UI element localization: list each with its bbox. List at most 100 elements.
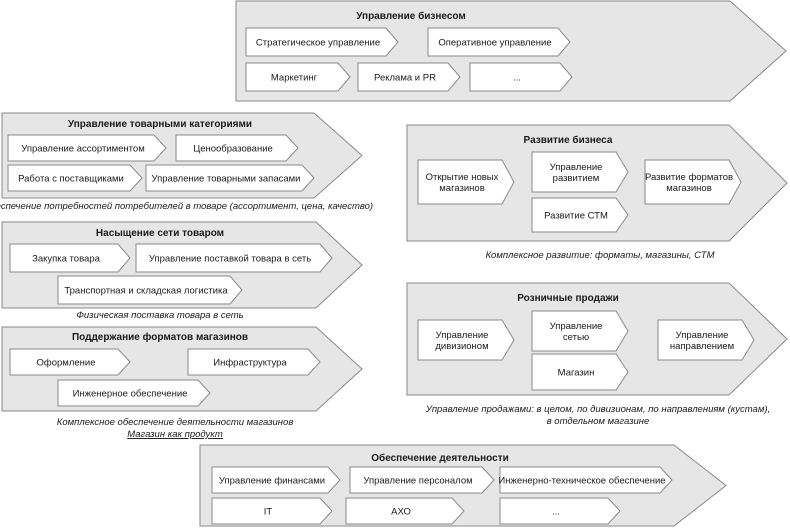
- process-block-category-management: Управление товарными категориямиУправлен…: [1, 112, 363, 199]
- process-item-label: Развитие СТМ: [544, 211, 608, 222]
- process-item-label: Управление: [676, 330, 729, 341]
- process-item-label: Работа с поставщиками: [18, 174, 124, 185]
- process-item-arrow: [9, 348, 131, 376]
- process-block-store-format-support: Поддержание форматов магазиновОформление…: [1, 326, 363, 412]
- process-item-label: дивизионом: [435, 341, 488, 352]
- process-item-arrow: [57, 379, 211, 407]
- block-title: Развитие бизнеса: [524, 134, 613, 146]
- process-item-label: магазинов: [439, 183, 485, 194]
- process-item-arrow: [417, 319, 515, 361]
- process-item-label: развитием: [553, 173, 600, 184]
- process-item[interactable]: АХО: [345, 497, 465, 525]
- process-item[interactable]: Магазин: [531, 353, 629, 391]
- process-item-label: Закупка товара: [32, 254, 101, 265]
- process-item-label: Ценообразование: [193, 144, 273, 155]
- process-item[interactable]: Закупка товара: [9, 243, 131, 273]
- process-item-label: Управление товарными запасами: [152, 174, 301, 185]
- process-item-label: АХО: [391, 507, 411, 518]
- block-caption: в отдельном магазине: [547, 416, 650, 427]
- process-item[interactable]: ...: [469, 62, 573, 92]
- block-caption: Комплексное обеспечение деятельности маг…: [57, 417, 294, 428]
- block-title: Управление товарными категориями: [68, 119, 252, 130]
- process-item-arrow: [417, 159, 515, 205]
- block-caption: Обеспечение потребностей потребителей в …: [0, 201, 373, 212]
- process-item[interactable]: Развитие СТМ: [531, 197, 629, 233]
- process-item-label: Маркетинг: [271, 73, 318, 84]
- process-item[interactable]: Транспортная и складская логистика: [57, 275, 243, 305]
- process-item[interactable]: Инфраструктура: [187, 348, 321, 376]
- process-item-arrow: [211, 497, 333, 525]
- block-title: Управление бизнесом: [356, 10, 466, 22]
- process-item-arrow: [657, 319, 755, 361]
- process-item-label: направлением: [670, 341, 734, 352]
- process-item-label: Магазин: [558, 368, 595, 379]
- block-title: Обеспечение деятельности: [371, 452, 509, 464]
- process-item-arrow: [175, 134, 299, 162]
- process-item-label: Развитие форматов: [645, 172, 733, 183]
- process-item-arrow: [469, 62, 573, 92]
- process-item[interactable]: Ценообразование: [175, 134, 299, 162]
- process-item[interactable]: Управление товарными запасами: [145, 164, 315, 192]
- block-caption: Магазин как продукт: [127, 429, 223, 440]
- process-item[interactable]: Оперативное управление: [427, 27, 571, 57]
- process-item-arrow: [211, 466, 341, 494]
- process-item-label: Инженерно-техническое обеспечение: [498, 476, 665, 487]
- process-item-label: Управление финансами: [219, 476, 325, 487]
- process-item-label: Инженерное обеспечение: [73, 389, 188, 400]
- process-item-arrow: [245, 62, 351, 92]
- process-item[interactable]: Стратегическое управление: [245, 27, 399, 57]
- process-item-arrow: [7, 134, 167, 162]
- process-item-label: Управление поставкой товара в сеть: [149, 254, 311, 265]
- process-item[interactable]: Инженерное обеспечение: [57, 379, 211, 407]
- process-item[interactable]: Маркетинг: [245, 62, 351, 92]
- process-item-arrow: [135, 243, 333, 273]
- process-item-label: ...: [513, 73, 521, 84]
- block-caption: Управление продажами: в целом, по дивизи…: [425, 404, 770, 415]
- process-item-arrow: [531, 197, 629, 233]
- process-item-label: Транспортная и складская логистика: [64, 286, 228, 297]
- process-item[interactable]: Инженерно-техническое обеспечение: [498, 466, 673, 494]
- process-item-arrow: [499, 497, 621, 525]
- process-item-label: Управление: [550, 162, 603, 173]
- block-title: Поддержание форматов магазинов: [72, 331, 248, 343]
- block-caption: Физическая поставка товара в сеть: [76, 310, 243, 321]
- block-title: Розничные продажи: [517, 293, 619, 304]
- process-item-label: Открытие новых: [426, 172, 499, 183]
- process-item-label: сетью: [563, 332, 589, 343]
- process-item-label: Оформление: [37, 358, 96, 369]
- block-caption: Комплексное развитие: форматы, магазины,…: [485, 250, 714, 261]
- process-item-arrow: [145, 164, 315, 192]
- process-item-arrow: [531, 310, 629, 352]
- process-item-label: Стратегическое управление: [256, 38, 380, 49]
- process-item[interactable]: IT: [211, 497, 333, 525]
- process-item[interactable]: Оформление: [9, 348, 131, 376]
- process-item[interactable]: Управление финансами: [211, 466, 341, 494]
- process-item-arrow: [357, 62, 461, 92]
- process-item[interactable]: ...: [499, 497, 621, 525]
- process-item-arrow: [531, 151, 629, 193]
- block-title: Насыщение сети товаром: [96, 228, 224, 239]
- process-item-label: Управление: [436, 330, 489, 341]
- process-item-arrow: [187, 348, 321, 376]
- process-item[interactable]: Реклама и PR: [357, 62, 461, 92]
- process-item-label: Управление ассортиментом: [21, 144, 144, 155]
- process-item[interactable]: Управление поставкой товара в сеть: [135, 243, 333, 273]
- process-item-label: магазинов: [666, 183, 712, 194]
- process-item[interactable]: Управление персоналом: [349, 466, 495, 494]
- process-item-arrow: [9, 243, 131, 273]
- process-block-retail-sales: Розничные продажиУправлениедивизиономУпр…: [406, 282, 788, 396]
- process-item[interactable]: Управление ассортиментом: [7, 134, 167, 162]
- process-item-label: Оперативное управление: [438, 38, 551, 49]
- process-item[interactable]: Работа с поставщиками: [7, 164, 143, 192]
